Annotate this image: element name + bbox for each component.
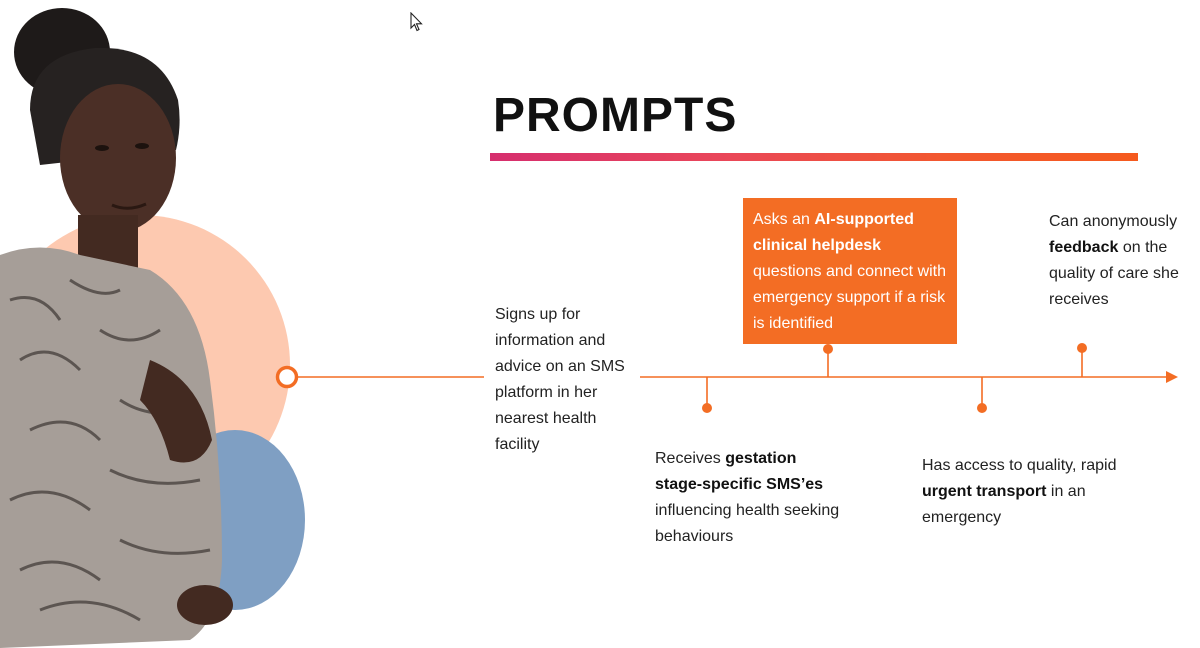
step-text-part: feedback xyxy=(1049,239,1118,256)
timeline-arrow-icon xyxy=(1166,371,1178,383)
step-text-part: urgent transport xyxy=(922,483,1046,500)
step-helpdesk-box: Asks an AI-supported clinical helpdesk q… xyxy=(743,198,957,344)
step-text-part: Signs up for information and advice on a… xyxy=(495,306,625,453)
step-receives-sms: Receives gestation stage-specific SMS’es… xyxy=(655,446,845,550)
step-feedback: Can anonymously feedback on the quality … xyxy=(1049,209,1199,313)
mouse-cursor-icon xyxy=(410,12,424,32)
timeline-start-ring-icon xyxy=(278,368,297,387)
step-transport: Has access to quality, rapid urgent tran… xyxy=(922,453,1122,531)
dot-helpdesk xyxy=(823,344,833,354)
step-signup: Signs up for information and advice on a… xyxy=(495,302,645,458)
dot-transport xyxy=(977,403,987,413)
step-text-part: Can anonymously xyxy=(1049,213,1177,230)
step-text-part: Receives xyxy=(655,450,725,467)
step-text-part: Has access to quality, rapid xyxy=(922,457,1116,474)
dot-feedback xyxy=(1077,343,1087,353)
dot-receives-sms xyxy=(702,403,712,413)
step-text-part: Asks an xyxy=(753,211,814,228)
step-text-part: influencing health seeking behaviours xyxy=(655,502,839,545)
step-text-part: questions and connect with emergency sup… xyxy=(753,263,946,332)
